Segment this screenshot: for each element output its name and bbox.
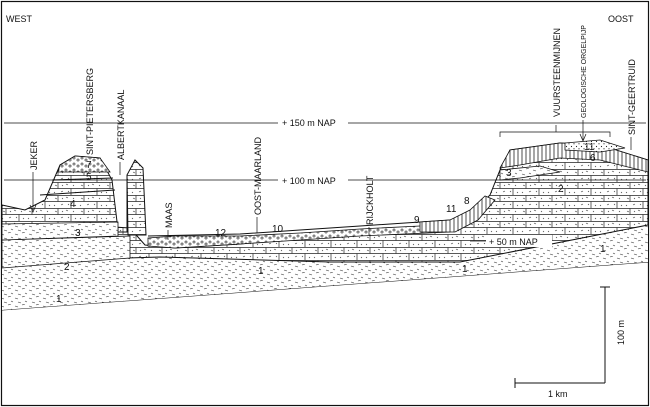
- slope-deposit: [419, 195, 496, 233]
- unit-5: 5: [86, 172, 92, 183]
- vertical-scale-label: 100 m: [616, 320, 626, 345]
- level-label-100: + 100 m NAP: [282, 176, 336, 186]
- level-label-50: + 50 m NAP: [489, 237, 538, 247]
- direction-west: WEST: [6, 14, 33, 24]
- unit-1-mid-num: 1: [258, 266, 264, 277]
- horizontal-scale-bar: [514, 378, 605, 388]
- unit-1-lower: [2, 225, 648, 310]
- unit-7: 7: [86, 160, 92, 171]
- unit-10: 10: [272, 224, 284, 235]
- label-vuursteenmijnen: VUURSTEENMIJNEN: [552, 28, 562, 117]
- horizontal-scale-label: 1 km: [548, 389, 568, 399]
- vertical-scale-bar: [600, 286, 610, 383]
- unit-8: 8: [464, 196, 470, 207]
- label-oost-maarland: OOST-MAARLAND: [253, 136, 263, 215]
- label-sint-pietersberg: SINT-PIETERSBERG: [85, 68, 95, 155]
- unit-7-cap: [57, 155, 111, 173]
- unit-2-east-num: 2: [558, 184, 564, 195]
- level-label-150: + 150 m NAP: [282, 118, 336, 128]
- unit-6: 6: [590, 153, 596, 164]
- unit-3-west: [1, 221, 119, 241]
- unit-3-west-num: 3: [75, 228, 81, 239]
- label-jeker: JEKER: [29, 140, 39, 170]
- unit-3-east-num: 3: [506, 168, 512, 179]
- unit-11-slope: 11: [446, 204, 457, 215]
- direction-east: OOST: [608, 14, 634, 24]
- unit-1-east-num: 1: [462, 264, 468, 275]
- unit-11-cap: [564, 139, 626, 153]
- label-rijckholt: RIJCKHOLT: [365, 175, 375, 225]
- label-albertkanaal: ALBERTKANAAL: [116, 90, 126, 160]
- unit-4: 4: [70, 199, 76, 210]
- unit-11-cap-num: 11: [584, 142, 595, 153]
- unit-9: 9: [414, 215, 420, 226]
- unit-3-east: [499, 165, 561, 181]
- albertkanaal-pillar: [126, 159, 147, 236]
- label-maas: MAAS: [164, 202, 174, 228]
- unit-1-west-num: 1: [56, 294, 62, 305]
- unit-12: 12: [215, 228, 227, 239]
- unit-2-west-num: 2: [64, 262, 70, 273]
- label-sint-geertruid: SINT-GEERTRUID: [627, 59, 637, 135]
- label-geologische-orgelpijp: GEOLOGISCHE ORGELPIJP: [581, 25, 588, 118]
- unit-1-far-east-num: 1: [600, 244, 606, 255]
